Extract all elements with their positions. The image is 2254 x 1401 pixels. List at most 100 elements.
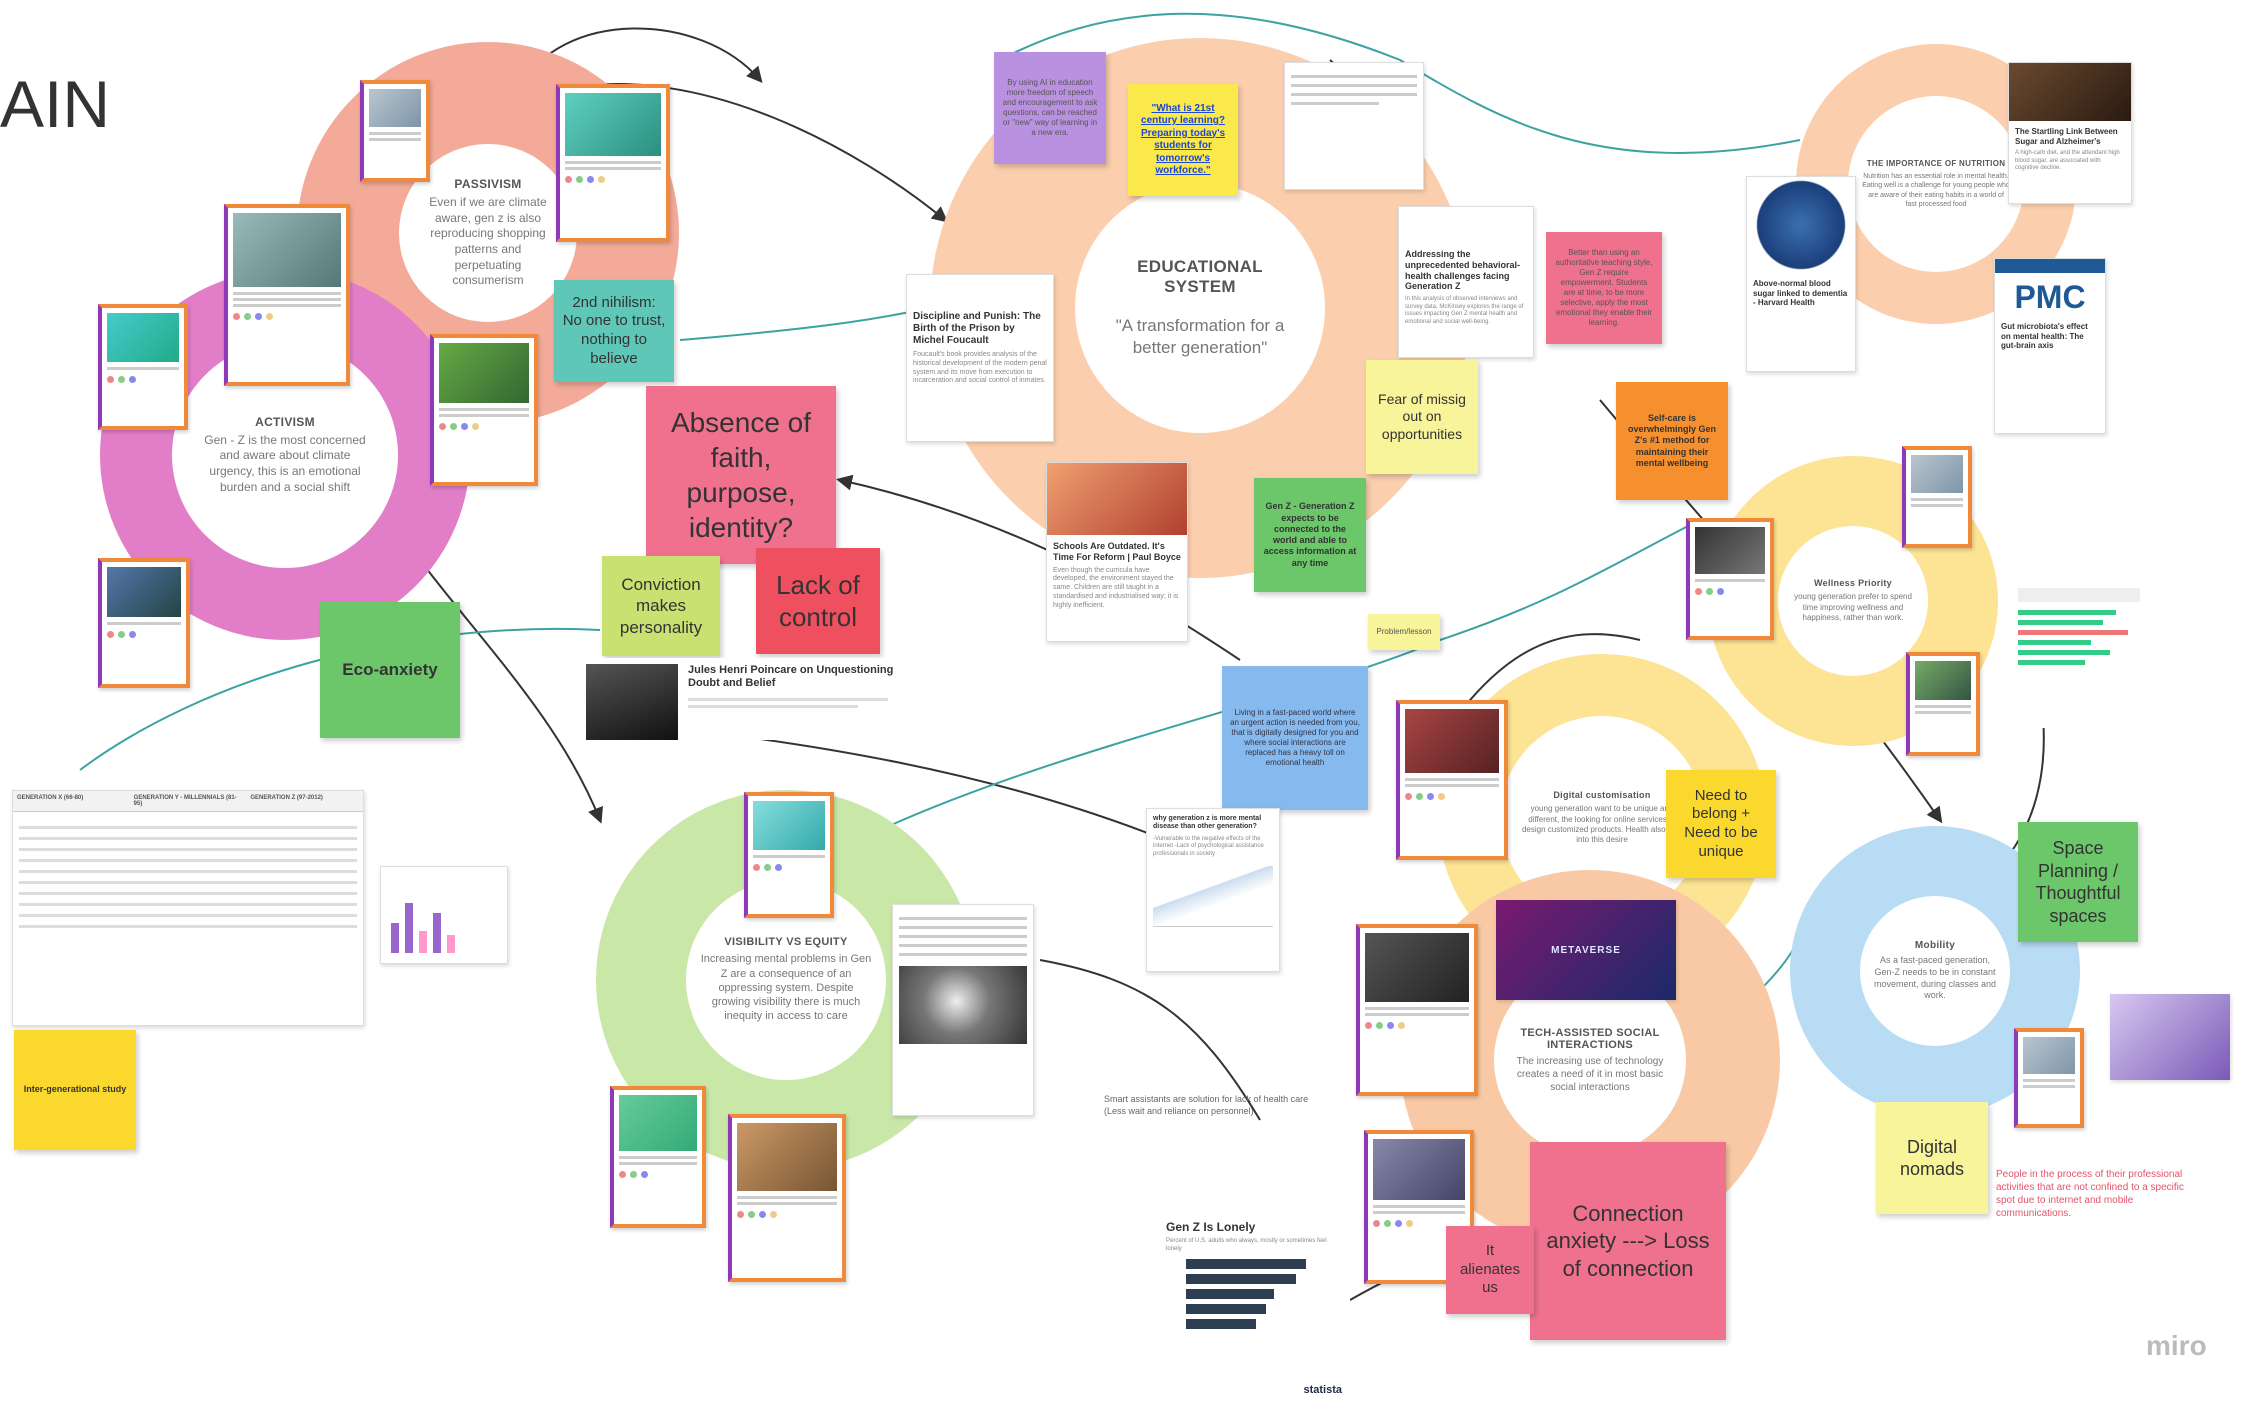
sticky-conviction[interactable]: Conviction makes personality: [602, 556, 720, 656]
sticky-digital-nomads[interactable]: Digital nomads: [1876, 1102, 1988, 1214]
sticky-purple-ai[interactable]: By using AI in education more freedom of…: [994, 52, 1106, 164]
cluster-body-visibility: Increasing mental problems in Gen Z are …: [700, 953, 872, 1023]
table-header: GENERATION Y - MILLENNIALS (81-95): [129, 791, 247, 812]
cluster-title-digital: Digital customisation: [1553, 790, 1651, 801]
card-title: The Startling Link Between Sugar and Alz…: [2015, 127, 2118, 146]
cluster-title-mobility: Mobility: [1914, 940, 1956, 952]
card-gut[interactable]: PMC Gut microbiota's effect on mental he…: [1994, 258, 2106, 434]
card-schools[interactable]: Schools Are Outdated. It's Time For Refo…: [1046, 462, 1188, 642]
sticky-selfcare[interactable]: Self-care is overwhelmingly Gen Z's #1 m…: [1616, 382, 1728, 500]
sticky-fomo[interactable]: Fear of missig out on opportunities: [1366, 360, 1478, 474]
card-genz-lonely[interactable]: Gen Z Is Lonely Percent of U.S. adults w…: [1160, 1214, 1350, 1400]
photo-card[interactable]: [1686, 518, 1774, 640]
card-title: Gen Z Is Lonely: [1166, 1220, 1256, 1234]
sticky-genz-connected[interactable]: Gen Z - Generation Z expects to be conne…: [1254, 478, 1366, 592]
cluster-title-passivism: PASSIVISM: [454, 177, 522, 192]
sticky-alienates[interactable]: It alienates us: [1446, 1226, 1534, 1314]
cluster-core-nutrition: THE IMPORTANCE OF NUTRITION Nutrition ha…: [1848, 96, 2024, 272]
photo-card[interactable]: [728, 1114, 846, 1282]
cluster-title-wellness: Wellness Priority: [1814, 578, 1892, 589]
cluster-title-educational: EDUCATIONAL SYSTEM: [1137, 256, 1263, 296]
page-title: AIN: [0, 67, 111, 141]
sticky-space-planning[interactable]: Space Planning / Thoughtful spaces: [2018, 822, 2138, 942]
cluster-body-activism: Gen - Z is the most concerned and aware …: [204, 432, 366, 494]
photo-card[interactable]: [98, 304, 188, 430]
generations-table[interactable]: GENERATION X (66-80) GENERATION Y - MILL…: [12, 790, 364, 1026]
cluster-title-visibility: VISIBILITY VS EQUITY: [724, 936, 848, 949]
cluster-core-wellness: Wellness Priority young generation prefe…: [1778, 526, 1928, 676]
sticky-nihilism[interactable]: 2nd nihilism: No one to trust, nothing t…: [554, 280, 674, 382]
photo-card[interactable]: [1356, 924, 1478, 1096]
card-mobility-image[interactable]: [2110, 994, 2230, 1080]
sticky-eco-anxiety[interactable]: Eco-anxiety: [320, 602, 460, 738]
sticky-need-belong[interactable]: Need to belong + Need to be unique: [1666, 770, 1776, 878]
card-article-text[interactable]: [1284, 62, 1424, 190]
card-startling[interactable]: The Startling Link Between Sugar and Alz…: [2008, 62, 2132, 204]
card-why-gen[interactable]: why generation z is more mental disease …: [1146, 808, 1280, 972]
cluster-title-tech: TECH-ASSISTED SOCIAL INTERACTIONS: [1520, 1026, 1660, 1051]
cluster-body-tech: The increasing use of technology creates…: [1516, 1055, 1664, 1093]
card-title: Jules Henri Poincare on Unquestioning Do…: [688, 664, 894, 690]
cluster-body-educational: "A transformation for a better generatio…: [1115, 315, 1285, 357]
article-image: [899, 966, 1027, 1044]
card-article-text[interactable]: [892, 904, 1034, 1116]
cluster-body-wellness: young generation prefer to spend time im…: [1794, 592, 1912, 623]
metaverse-label: METAVERSE: [1551, 944, 1621, 956]
card-body: Foucault's book provides analysis of the…: [913, 351, 1047, 385]
sticky-red-note[interactable]: Better than using an authoritative teach…: [1546, 232, 1662, 344]
card-title: Addressing the unprecedented behavioral-…: [1405, 249, 1521, 292]
photo-card[interactable]: [744, 792, 834, 918]
sticky-intergenerational[interactable]: Inter-generational study: [14, 1030, 136, 1150]
smart-assistants-note: Smart assistants are solution for lack o…: [1104, 1094, 1309, 1116]
card-title: why generation z is more mental disease …: [1153, 815, 1262, 831]
metaverse-image[interactable]: METAVERSE: [1496, 900, 1676, 1000]
card-discipline[interactable]: Discipline and Punish: The Birth of the …: [906, 274, 1054, 442]
table-header: GENERATION X (66-80): [13, 791, 130, 812]
article-image: [2009, 63, 2131, 121]
photo-card[interactable]: [1396, 700, 1508, 860]
portrait-image: [586, 664, 678, 740]
card-title: Schools Are Outdated. It's Time For Refo…: [1053, 541, 1181, 562]
miro-watermark: miro: [2146, 1330, 2207, 1361]
photo-card[interactable]: [2014, 1028, 2084, 1128]
card-body: In this analysis of observed interviews …: [1405, 296, 1524, 325]
cluster-core-mobility: Mobility As a fast-paced generation, Gen…: [1860, 896, 2010, 1046]
sticky-lack-of-control[interactable]: Lack of control: [756, 548, 880, 654]
card-poincare[interactable]: Jules Henri Poincare on Unquestioning Do…: [580, 658, 910, 740]
article-image: [1047, 463, 1187, 535]
cluster-body-passivism: Even if we are climate aware, gen z is a…: [429, 195, 547, 288]
statista-logo: statista: [1303, 1384, 1342, 1396]
cluster-core-passivism: PASSIVISM Even if we are climate aware, …: [399, 144, 577, 322]
cluster-core-educational: EDUCATIONAL SYSTEM "A transformation for…: [1075, 183, 1325, 433]
photo-card[interactable]: [610, 1086, 706, 1228]
photo-card[interactable]: [360, 80, 430, 182]
photo-card[interactable]: [224, 204, 350, 386]
card-body: A high-carb diet, and the attendant high…: [2015, 150, 2120, 172]
photo-card[interactable]: [430, 334, 538, 486]
cluster-body-digital: young generation want to be unique and d…: [1521, 804, 1683, 845]
nomads-note: People in the process of their professio…: [1996, 1169, 2184, 1219]
sticky-problem[interactable]: Problem/lesson: [1368, 614, 1440, 650]
card-sugar[interactable]: Above-normal blood sugar linked to demen…: [1746, 176, 1856, 372]
cluster-body-nutrition: Nutrition has an essential role in menta…: [1862, 173, 2010, 208]
sticky-fast-paced[interactable]: Living in a fast-paced world where an ur…: [1222, 666, 1368, 810]
photo-card[interactable]: [1906, 652, 1980, 756]
card-title: Above-normal blood sugar linked to demen…: [1753, 279, 1848, 308]
brain-image: [1747, 177, 1855, 273]
photo-card[interactable]: [98, 558, 190, 688]
photo-card[interactable]: [556, 84, 670, 242]
table-header: GENERATION Z (97-2012): [246, 791, 363, 812]
card-body: -Vulnerable to the negative effects of t…: [1153, 835, 1264, 857]
bar-chart-thumbnail[interactable]: [380, 866, 508, 964]
pmc-logo: PMC: [1995, 259, 2105, 316]
cluster-body-mobility: As a fast-paced generation, Gen-Z needs …: [1873, 955, 1997, 1001]
sticky-connection-anxiety[interactable]: Connection anxiety ---> Loss of connecti…: [1530, 1142, 1726, 1340]
bar-chart-thumbnail[interactable]: [2012, 582, 2146, 728]
card-body: Even though the curricula have developed…: [1053, 566, 1179, 609]
card-addressing[interactable]: Addressing the unprecedented behavioral-…: [1398, 206, 1534, 358]
sticky-what-21st[interactable]: "What is 21st century learning? Preparin…: [1128, 84, 1238, 196]
photo-card[interactable]: [1902, 446, 1972, 548]
sticky-absence[interactable]: Absence of faith, purpose, identity?: [646, 386, 836, 564]
card-body: Percent of U.S. adults who always, mostl…: [1166, 1238, 1327, 1252]
